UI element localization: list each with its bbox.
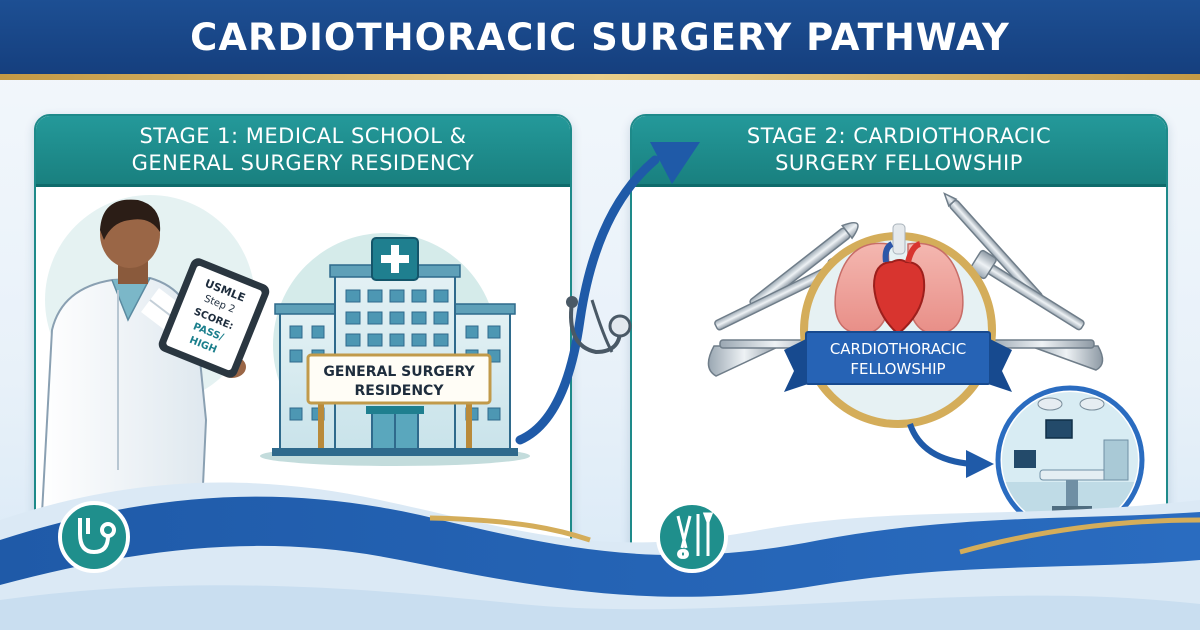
stethoscope-icon <box>566 296 632 355</box>
stage-2-heading-line-1: STAGE 2: CARDIOTHORACIC <box>746 124 1052 148</box>
stage-1-header: STAGE 1: MEDICAL SCHOOL & GENERAL SURGER… <box>36 116 570 187</box>
banner-gold-trim <box>0 74 1200 80</box>
title-banner: CARDIOTHORACIC SURGERY PATHWAY <box>0 0 1200 74</box>
stage-2-header: STAGE 2: CARDIOTHORACIC SURGERY FELLOWSH… <box>632 116 1166 187</box>
stage-1-panel: STAGE 1: MEDICAL SCHOOL & GENERAL SURGER… <box>34 114 572 558</box>
stage-2-heading-line-2: SURGERY FELLOWSHIP <box>775 151 1023 175</box>
stage-2-panel: STAGE 2: CARDIOTHORACIC SURGERY FELLOWSH… <box>630 114 1168 558</box>
page-title: CARDIOTHORACIC SURGERY PATHWAY <box>190 15 1010 59</box>
stage-1-heading-line-2: GENERAL SURGERY RESIDENCY <box>131 151 475 175</box>
stage-1-heading-line-1: STAGE 1: MEDICAL SCHOOL & <box>139 124 467 148</box>
